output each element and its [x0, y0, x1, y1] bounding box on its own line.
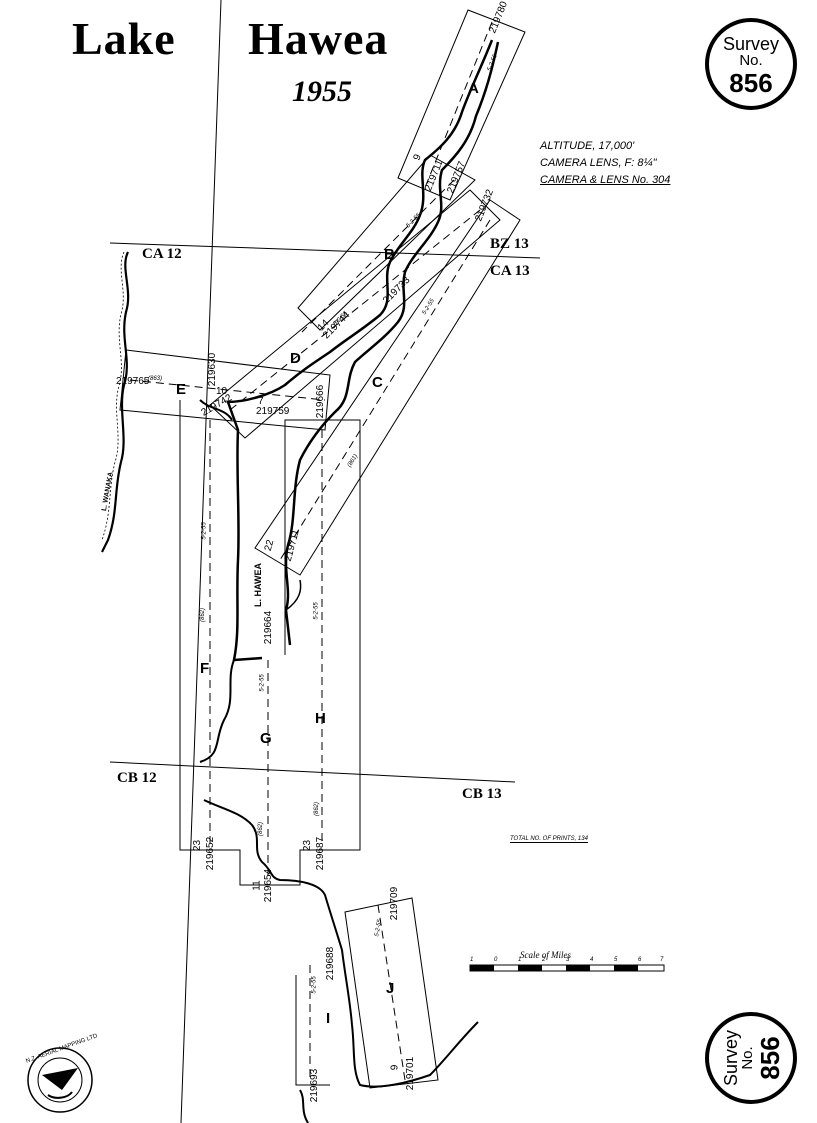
run-label-i: I — [326, 1010, 331, 1027]
date-f: 5-2-55 — [201, 522, 208, 540]
scale-tick-7: 7 — [660, 957, 664, 963]
scale-bar — [469, 964, 665, 972]
code-g: (862) — [258, 821, 265, 837]
seal-top-no: No. — [739, 52, 763, 69]
run-label-d: D — [290, 350, 301, 367]
rivers — [199, 659, 479, 1123]
frame-j-num: 219701 — [405, 1056, 417, 1091]
frame-j-count: 9 — [389, 1064, 401, 1071]
grid-label-cb12: CB 12 — [117, 770, 157, 786]
date-g: 5-2-55 — [259, 674, 266, 692]
grid-line-cb — [109, 761, 516, 783]
scale-tick-1: 1 — [470, 957, 474, 963]
seal-top-number: 856 — [729, 68, 773, 98]
survey-seal-bottom: Survey No. 856 — [705, 1012, 797, 1104]
scale-title: Scale of Miles — [520, 950, 571, 960]
strip-i — [295, 975, 330, 1086]
strip-f-g-h — [179, 400, 361, 886]
code-e: (863) — [148, 376, 163, 382]
run-label-b: B — [384, 246, 395, 263]
scale-tick-3: 3 — [566, 957, 570, 963]
strip-c — [254, 199, 521, 576]
frame-f-num: 219652 — [205, 836, 217, 871]
frame-f-count: 23 — [192, 839, 204, 852]
frame-e-left: 219765 — [116, 376, 150, 387]
grid-label-bz13: BZ 13 — [490, 236, 529, 252]
frame-i-num: 219693 — [309, 1068, 321, 1103]
river-lower — [299, 1089, 309, 1123]
flight-lines — [129, 21, 493, 1081]
run-label-f: F — [200, 660, 210, 677]
strip-d — [209, 189, 501, 439]
grid-label-cb13: CB 13 — [462, 786, 502, 802]
label-lake-hawea: L. HAWEA — [253, 563, 263, 607]
run-label-a: A — [468, 80, 479, 97]
frame-g-count: 11 — [251, 880, 263, 891]
grid-label-ca12: CA 12 — [142, 246, 182, 262]
survey-seal-top: Survey No. 856 — [705, 18, 797, 110]
scale-tick-5: 5 — [614, 957, 618, 963]
lake-wanaka-shore — [101, 251, 130, 553]
run-label-j: J — [386, 980, 395, 997]
code-h: (862) — [314, 801, 321, 817]
note-camera-number: CAMERA & LENS No. 304 — [540, 174, 671, 186]
total-prints-note: TOTAL NO. OF PRINTS, 134 — [510, 836, 588, 843]
date-i: 5-2-55 — [311, 976, 318, 994]
scale-tick-6: 6 — [638, 957, 642, 963]
code-f: (862) — [200, 607, 207, 623]
frame-h-num: 219687 — [315, 836, 327, 871]
strip-b — [297, 154, 476, 331]
nz-aerial-mapping-logo — [27, 1047, 93, 1113]
seal-bottom-no: No. — [739, 1046, 756, 1070]
frame-e-count: 10 — [216, 386, 228, 397]
seal-bottom-number: 856 — [755, 1036, 785, 1080]
scale-tick-1b: 1 — [518, 957, 522, 963]
run-label-e: E — [176, 381, 187, 398]
scale-tick-0: 0 — [494, 957, 498, 963]
title-lake: Lake — [72, 13, 176, 64]
run-label-c: C — [372, 374, 383, 391]
title-year: 1955 — [292, 75, 352, 108]
frame-e-num2: 219759 — [256, 406, 290, 417]
frame-i-top: 219688 — [325, 946, 337, 981]
grid-label-ca13: CA 13 — [490, 263, 530, 279]
meridian-line — [180, 0, 222, 1123]
frame-h-top: 219666 — [315, 384, 327, 419]
frame-e-top: 219630 — [207, 352, 219, 387]
date-h: 5-2-55 — [313, 602, 320, 620]
frame-j-top: 219709 — [389, 886, 401, 921]
strip-j — [344, 897, 439, 1089]
run-strips — [119, 9, 526, 1089]
frame-h-count: 23 — [302, 839, 314, 852]
note-altitude: ALTITUDE, 17,000' — [540, 140, 635, 152]
run-label-g: G — [260, 730, 272, 747]
frame-g-num2: 219654 — [263, 868, 275, 903]
river-clutha — [203, 799, 479, 1088]
title-hawea: Hawea — [248, 13, 389, 64]
scale-tick-4: 4 — [590, 957, 594, 963]
scale-tick-2: 2 — [542, 957, 546, 963]
lake-hawea-outline — [199, 39, 500, 662]
river-hawea-upper — [199, 659, 235, 763]
strip-a — [397, 9, 526, 201]
seal-top-survey: Survey — [722, 34, 780, 54]
note-camera-lens: CAMERA LENS, F: 8¼" — [540, 157, 657, 169]
strip-e — [119, 349, 331, 431]
frame-g-num: 219664 — [263, 610, 275, 645]
run-label-h: H — [315, 710, 326, 727]
frame-e-count2: 7 — [258, 396, 264, 407]
